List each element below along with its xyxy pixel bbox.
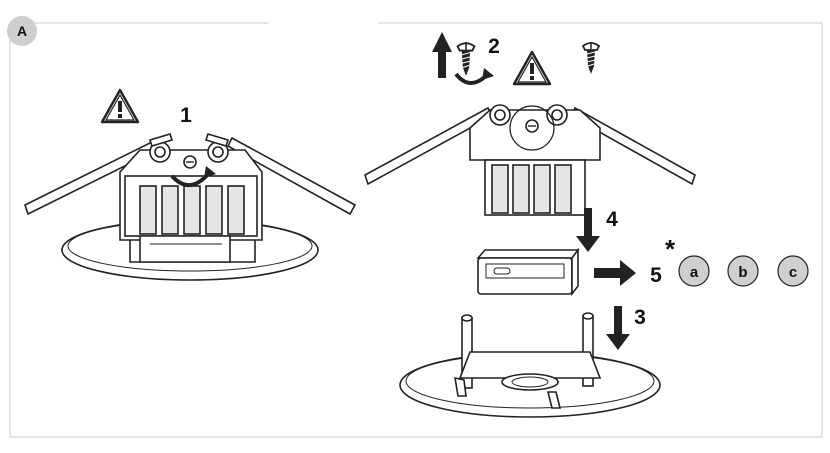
step-number-1: 1 [180, 104, 192, 127]
step-number-4: 4 [606, 208, 618, 231]
arrow-down-icon-2 [606, 306, 630, 350]
option-badge-a: a [678, 255, 710, 287]
step-number-5: 5 [650, 264, 662, 287]
rotate-arrow-head-icon-2 [482, 68, 494, 80]
option-label-c: c [789, 264, 797, 281]
screw-icon-2 [582, 41, 600, 75]
step-number-2: 2 [488, 35, 500, 58]
screw-icon [456, 41, 476, 77]
panel-label-badge: A [7, 16, 37, 46]
step-number-3: 3 [634, 306, 646, 329]
rotate-arrow-head-icon [204, 166, 216, 178]
frame-gap [268, 18, 378, 28]
option-badge-b: b [727, 255, 759, 287]
option-badge-c: c [777, 255, 809, 287]
panel-label: A [17, 23, 27, 39]
diagram-frame [9, 22, 823, 438]
arrow-right-icon [594, 260, 636, 286]
warning-triangle-icon-2 [512, 50, 552, 86]
option-asterisk: * [665, 234, 676, 264]
assembled-unit-step1 [24, 133, 357, 281]
arrow-up-icon [432, 32, 452, 78]
option-label-a: a [690, 264, 699, 281]
option-label-b: b [738, 264, 747, 281]
arrow-down-icon [576, 208, 600, 252]
wire-right [226, 136, 357, 216]
module-box [476, 247, 580, 297]
terminal-block-step2 [364, 104, 696, 216]
base-plate-step3 [399, 312, 661, 418]
warning-triangle-icon [100, 88, 140, 124]
